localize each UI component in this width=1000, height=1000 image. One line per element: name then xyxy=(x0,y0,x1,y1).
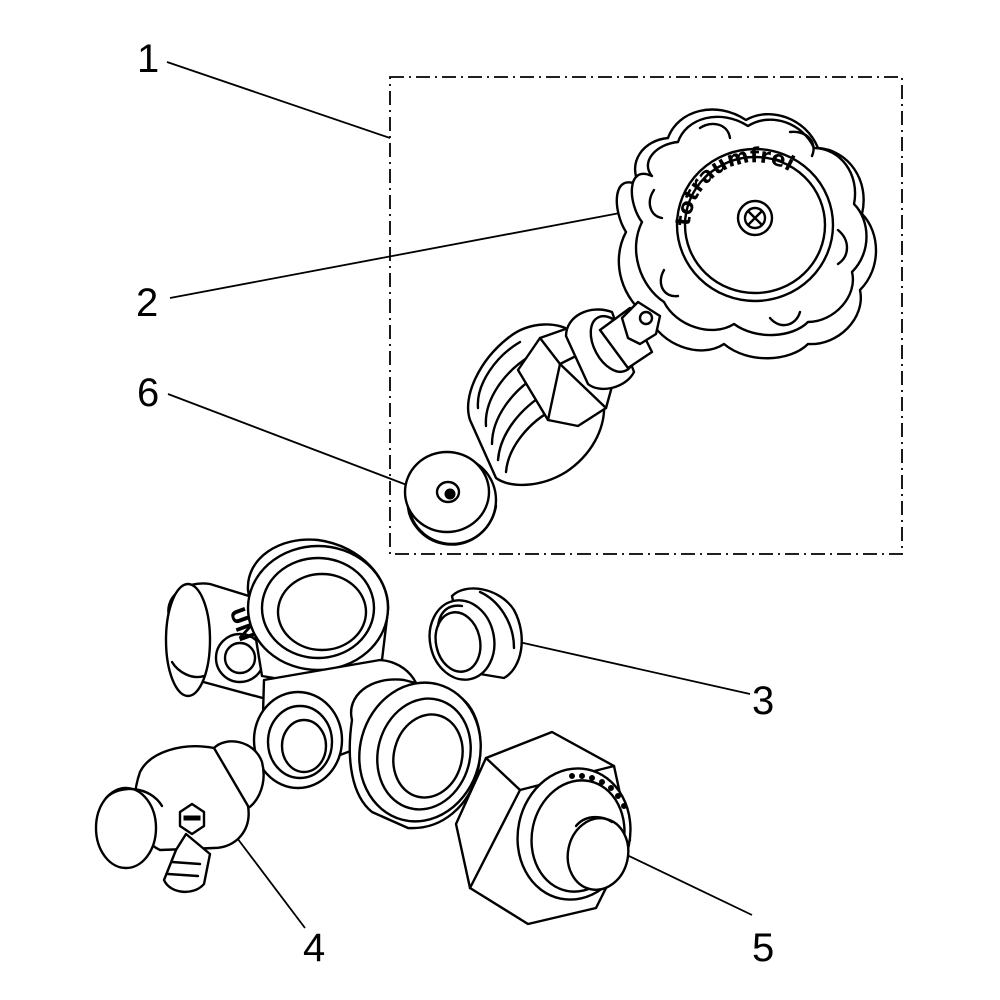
plug xyxy=(428,587,523,681)
leader-line-3 xyxy=(509,639,751,695)
drain-valve xyxy=(94,740,265,893)
callout-3: 3 xyxy=(752,679,774,723)
leader-line-1 xyxy=(166,61,391,139)
leader-line-6 xyxy=(167,393,421,491)
callout-6: 6 xyxy=(137,371,159,415)
callout-2: 2 xyxy=(136,281,158,325)
leader-line-2 xyxy=(169,212,621,299)
leader-lines xyxy=(166,61,753,929)
callout-5: 5 xyxy=(752,926,774,970)
valve-body: UN xyxy=(164,538,482,830)
sealing-washer xyxy=(403,450,498,546)
handwheel: totraumfrei xyxy=(615,108,878,360)
compression-fitting xyxy=(454,730,632,926)
knurl-dots xyxy=(569,773,627,809)
callout-1: 1 xyxy=(137,37,159,81)
valve-insert xyxy=(466,300,662,487)
callout-labels: 1 2 6 3 4 5 xyxy=(136,37,774,970)
leader-line-5 xyxy=(605,844,753,916)
callout-4: 4 xyxy=(303,926,325,970)
